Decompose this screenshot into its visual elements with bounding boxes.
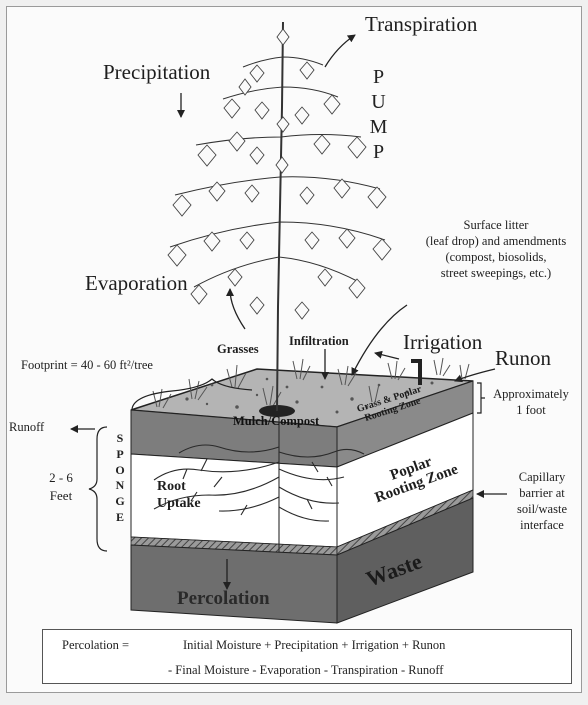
- surface-litter-label: Surface litter (leaf drop) and amendment…: [411, 217, 581, 281]
- formula-line-2: - Final Moisture - Evaporation - Transpi…: [168, 663, 443, 678]
- diagram-frame: Transpiration Precipitation P U M P Surf…: [6, 6, 582, 693]
- root-uptake-label: Root Uptake: [157, 479, 201, 513]
- transpiration-arrow: [325, 35, 355, 67]
- water-balance-formula: Percolation = Initial Moisture + Precipi…: [42, 629, 572, 684]
- percolation-label: Percolation: [177, 589, 270, 609]
- runoff-label: Runoff: [9, 421, 44, 434]
- pump-letter: P: [364, 140, 394, 165]
- mulch-label: Mulch/Compost: [233, 415, 319, 428]
- sponge-letter: S: [114, 431, 126, 447]
- approx-label: Approximately 1 foot: [483, 387, 579, 418]
- evaporation-label: Evaporation: [85, 272, 188, 294]
- grasses-label: Grasses: [217, 343, 259, 356]
- pump-letter: U: [364, 90, 394, 115]
- infiltration-label: Infiltration: [289, 335, 349, 348]
- sponge-letter: N: [114, 478, 126, 494]
- capillary-label: Capillary barrier at soil/waste interfac…: [503, 469, 581, 533]
- pump-letter: M: [364, 115, 394, 140]
- irrigation-label: Irrigation: [403, 331, 482, 353]
- sponge-label: S P O N G E: [114, 431, 126, 526]
- footprint-label: Footprint = 40 - 60 ft²/tree: [21, 359, 153, 372]
- surface-litter-arrow: [352, 305, 407, 375]
- sponge-letter: P: [114, 447, 126, 463]
- evaporation-arrow: [230, 289, 245, 329]
- sponge-letter: E: [114, 510, 126, 526]
- depth-brace: [89, 427, 107, 551]
- sponge-letter: G: [114, 494, 126, 510]
- formula-lhs: Percolation =: [62, 638, 129, 653]
- runon-label: Runon: [495, 347, 551, 369]
- depth-label: 2 - 6 Feet: [37, 469, 85, 504]
- pump-letter: P: [364, 65, 394, 90]
- pump-label: P U M P: [364, 65, 394, 165]
- formula-line-1: Initial Moisture + Precipitation + Irrig…: [183, 638, 445, 653]
- irrigation-arrow: [375, 353, 399, 359]
- precipitation-label: Precipitation: [103, 61, 210, 83]
- transpiration-label: Transpiration: [365, 13, 477, 35]
- sponge-letter: O: [114, 463, 126, 479]
- front-waste: [131, 545, 337, 623]
